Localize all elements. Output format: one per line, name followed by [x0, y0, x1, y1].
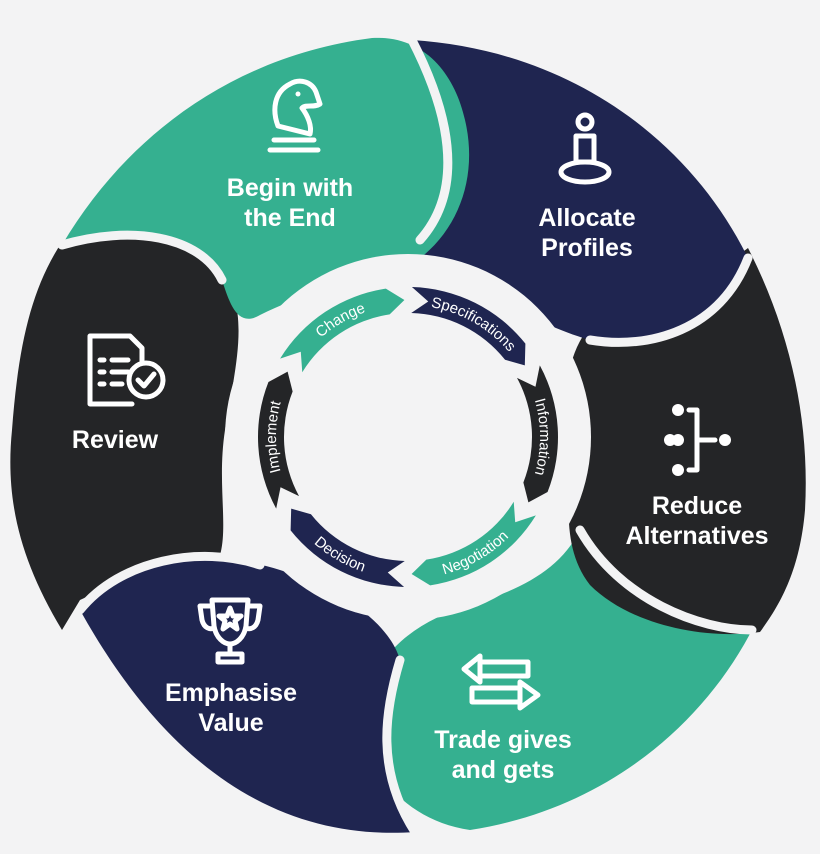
label-review: Review [72, 426, 159, 454]
segment-begin-shape [62, 37, 470, 319]
inner-arrow-specifications [411, 287, 526, 366]
label-trade-line1: Trade gives [434, 726, 572, 754]
segment-dividers [57, 35, 757, 837]
segment-review-shape [10, 230, 239, 631]
inner-label-information: Information [531, 396, 553, 477]
label-reduce-line2: Alternatives [625, 522, 768, 550]
inner-arrow-decision [290, 508, 405, 587]
label-allocate-line2: Profiles [541, 234, 633, 262]
person-on-target-icon [558, 112, 612, 185]
label-begin-line2: the End [244, 204, 336, 232]
trophy-star-icon [197, 597, 263, 665]
label-emphasise-line2: Value [198, 709, 263, 737]
inner-arrow-change [280, 288, 405, 373]
inner-label-implement: Implement [263, 398, 285, 475]
outer-labels: Begin with the End Allocate Profiles Red… [72, 174, 769, 784]
inner-hub [288, 317, 528, 557]
label-allocate-line1: Allocate [538, 204, 635, 232]
inner-arrow-negotiation [411, 501, 536, 586]
label-begin-line1: Begin with [227, 174, 353, 202]
inner-arrow-information [516, 365, 558, 503]
funnel-dots-icon [664, 404, 731, 476]
inner-arrow-implement [258, 371, 300, 509]
segment-allocate-shape [409, 40, 748, 343]
label-trade-line2: and gets [452, 756, 555, 784]
chess-knight-icon [267, 78, 323, 153]
checklist-document-icon [87, 333, 166, 407]
label-emphasise-line1: Emphasise [165, 679, 297, 707]
label-reduce-line1: Reduce [652, 492, 742, 520]
segment-emphasise-shape [80, 558, 415, 833]
exchange-arrows-icon [461, 653, 541, 711]
